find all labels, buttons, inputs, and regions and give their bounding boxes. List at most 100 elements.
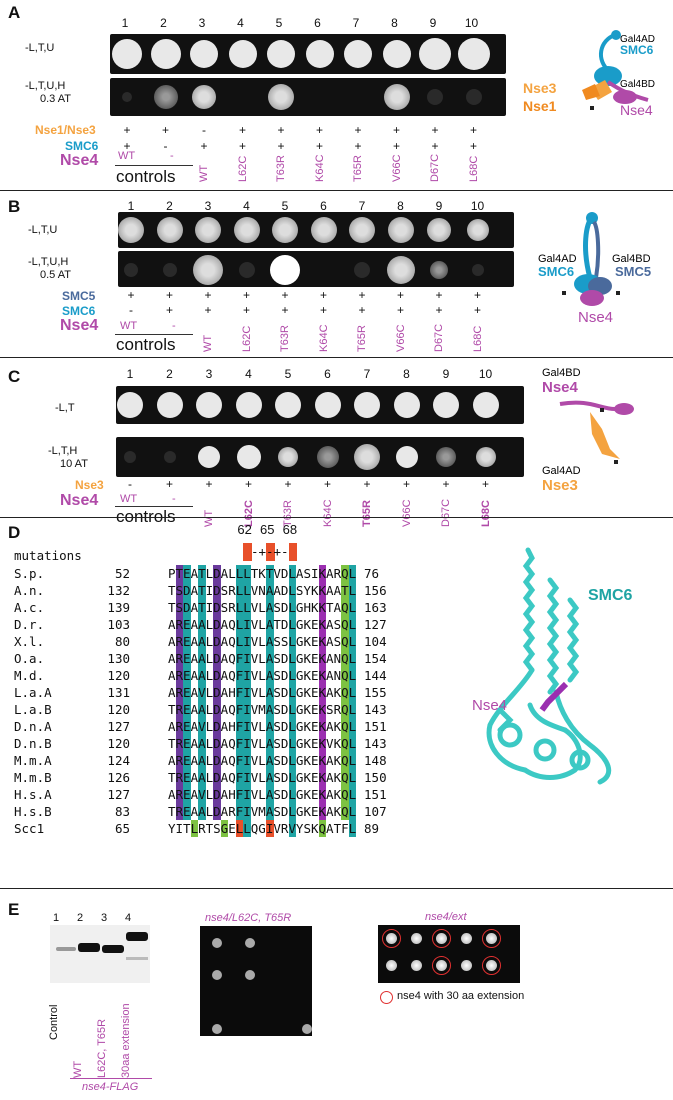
alignment-start: 120 — [107, 736, 130, 751]
panel-a-diag-gal4ad: Gal4AD — [620, 34, 655, 45]
alignment-sequence: AREAALDAQFIVLASDLGKEKAKQL — [168, 753, 357, 768]
panel-a-diag-nse3: Nse3 — [523, 80, 557, 96]
panel-a-row1-colony-spot — [419, 38, 451, 70]
panel-b-geno1-mark: + — [281, 288, 289, 302]
panel-b-geno2-mark: + — [435, 303, 443, 317]
panel-c-label: C — [8, 367, 21, 386]
alignment-conserved-column — [235, 565, 244, 820]
alignment-sequence: TREAALDAQFIVMASDLGKEKSRQL — [168, 702, 357, 717]
panel-b-lane-number: 7 — [358, 199, 366, 213]
plate2-colony — [212, 938, 222, 948]
mutation-position-number: 62 — [237, 522, 252, 537]
alignment-end: 150 — [364, 770, 387, 785]
alignment-species: L.a.A — [14, 685, 52, 700]
panel-a-geno2-mark: - — [163, 139, 168, 153]
plate3-highlight-circle — [482, 956, 501, 975]
blot-lane-label: WT — [72, 1060, 84, 1078]
panel-c-diag-gal4bd: Gal4BD — [542, 367, 581, 379]
alignment-sequence: AREAALDAQFIVLASDLGKEKANQL — [168, 668, 357, 683]
panel-c-geno1-mark: + — [165, 477, 173, 491]
alignment-end: 107 — [364, 804, 387, 819]
panel-c-row1-colony-spot — [393, 392, 420, 418]
scc1-highlight — [235, 820, 244, 837]
alignment-start: 130 — [107, 651, 130, 666]
alignment-end: 143 — [364, 702, 387, 717]
alignment-species: D.n.B — [14, 736, 52, 751]
panel-b-diag-smc5: SMC5 — [615, 264, 651, 279]
legend-circle-icon — [380, 991, 393, 1004]
panel-a-row2-label-b: 0.3 AT — [40, 93, 71, 105]
alignment-conserved-column — [243, 565, 251, 820]
mutation-position-marker — [266, 543, 275, 561]
panel-b-row1-colony-spot — [233, 217, 260, 243]
panel-c-row2-colony-spot — [316, 446, 339, 468]
alignment-end: 163 — [364, 600, 387, 615]
alignment-conserved-column — [175, 565, 184, 820]
panel-b-row2-colony-spot — [193, 255, 223, 285]
alignment-start: 139 — [107, 600, 130, 615]
panel-a-diag-nse4: Nse4 — [620, 102, 653, 118]
panel-c-row1-label: -L,T — [55, 402, 75, 414]
panel-d-smc6-label: SMC6 — [588, 587, 633, 604]
panel-c-row2-colony-spot — [354, 444, 380, 470]
alignment-sequence: AREAALDAQFIVLASDLGKEKANQL — [168, 651, 357, 666]
panel-c-row1-colony-spot — [235, 392, 262, 418]
blot-band-4 — [126, 932, 148, 941]
alignment-species: H.s.B — [14, 804, 52, 819]
panel-b-geno2-mark: + — [396, 303, 404, 317]
alignment-start: 80 — [114, 634, 130, 649]
blot-band-1 — [56, 947, 76, 951]
panel-c-row2-colony-spot — [198, 446, 220, 468]
panel-b-ctrl-wt: WT — [120, 320, 138, 332]
panel-a-row1-colony-spot — [382, 40, 411, 68]
panel-a-geno2: SMC6 — [65, 139, 99, 153]
panel-c-geno2: Nse4 — [60, 492, 99, 509]
panel-b-geno2-mark: + — [473, 303, 481, 317]
panel-b-geno2-mark: + — [319, 303, 327, 317]
panel-b-geno2-mark: - — [129, 303, 133, 317]
panel-a-geno2-mark: + — [431, 139, 439, 153]
panel-a-row1-colony-spot — [267, 40, 295, 68]
panel-b-row2-colony-spot — [430, 261, 448, 279]
panel-a-row1-colony-spot — [457, 38, 490, 70]
panel-a-geno1-mark: + — [277, 123, 285, 137]
panel-a-row1-colony-spot — [150, 39, 181, 69]
alignment-sequence: TREAALDAQFIVLASDLGKEKVKQL — [168, 736, 357, 751]
panel-b-row1-colony-spot — [349, 217, 375, 243]
plate3-colony — [461, 933, 472, 944]
panel-c-row1-colony-spot — [314, 392, 341, 418]
panel-c-geno1-mark: + — [363, 477, 371, 491]
alignment-sequence: YITLRTSGELLQGIVRVYSKQATFL — [168, 821, 357, 836]
plate3-title: nse4/ext — [425, 911, 467, 923]
panel-b-lane-number: 5 — [281, 199, 289, 213]
panel-a-ctrl-wt: WT — [118, 150, 136, 162]
panel-c-lane-number: 2 — [166, 367, 173, 381]
panel-c-row2-colony-spot — [395, 446, 418, 468]
panel-c-row2-colony-spot — [124, 451, 136, 463]
panel-b-ctrl-dash: - — [172, 320, 176, 332]
plate2-title: nse4/L62C, T65R — [205, 912, 292, 924]
alignment-end: 155 — [364, 685, 387, 700]
alignment-end: 151 — [364, 719, 387, 734]
alignment-start: 127 — [107, 719, 130, 734]
panel-b-geno2-mark: + — [204, 303, 212, 317]
panel-a-controls-line — [115, 165, 193, 166]
panel-c-lane-number: 5 — [284, 367, 292, 381]
alignment-species: Scc1 — [14, 821, 45, 836]
panel-b-lane-number: 4 — [243, 199, 250, 213]
panel-a-geno1: Nse1/Nse3 — [35, 123, 96, 137]
panel-a-geno1-mark: + — [238, 123, 246, 137]
panel-a-geno2-mark: + — [392, 139, 400, 153]
blot-lane-number: 3 — [100, 912, 108, 924]
panel-a-geno2-mark: + — [277, 139, 285, 153]
panel-b-geno1-mark: + — [319, 288, 327, 302]
panel-b-geno1-mark: + — [358, 288, 366, 302]
panel-b-diag-gal4ad: Gal4AD — [538, 253, 577, 265]
panel-c-row2-colony-spot — [236, 445, 261, 469]
panel-d-structure: SMC6 Nse4 — [472, 547, 633, 785]
panel-b-label: B — [8, 197, 21, 216]
alignment-start: 120 — [107, 702, 130, 717]
alignment-end: 76 — [364, 566, 380, 581]
mutation-charge-marker: -+-+- — [250, 544, 289, 559]
plate2-colony — [212, 1024, 222, 1034]
